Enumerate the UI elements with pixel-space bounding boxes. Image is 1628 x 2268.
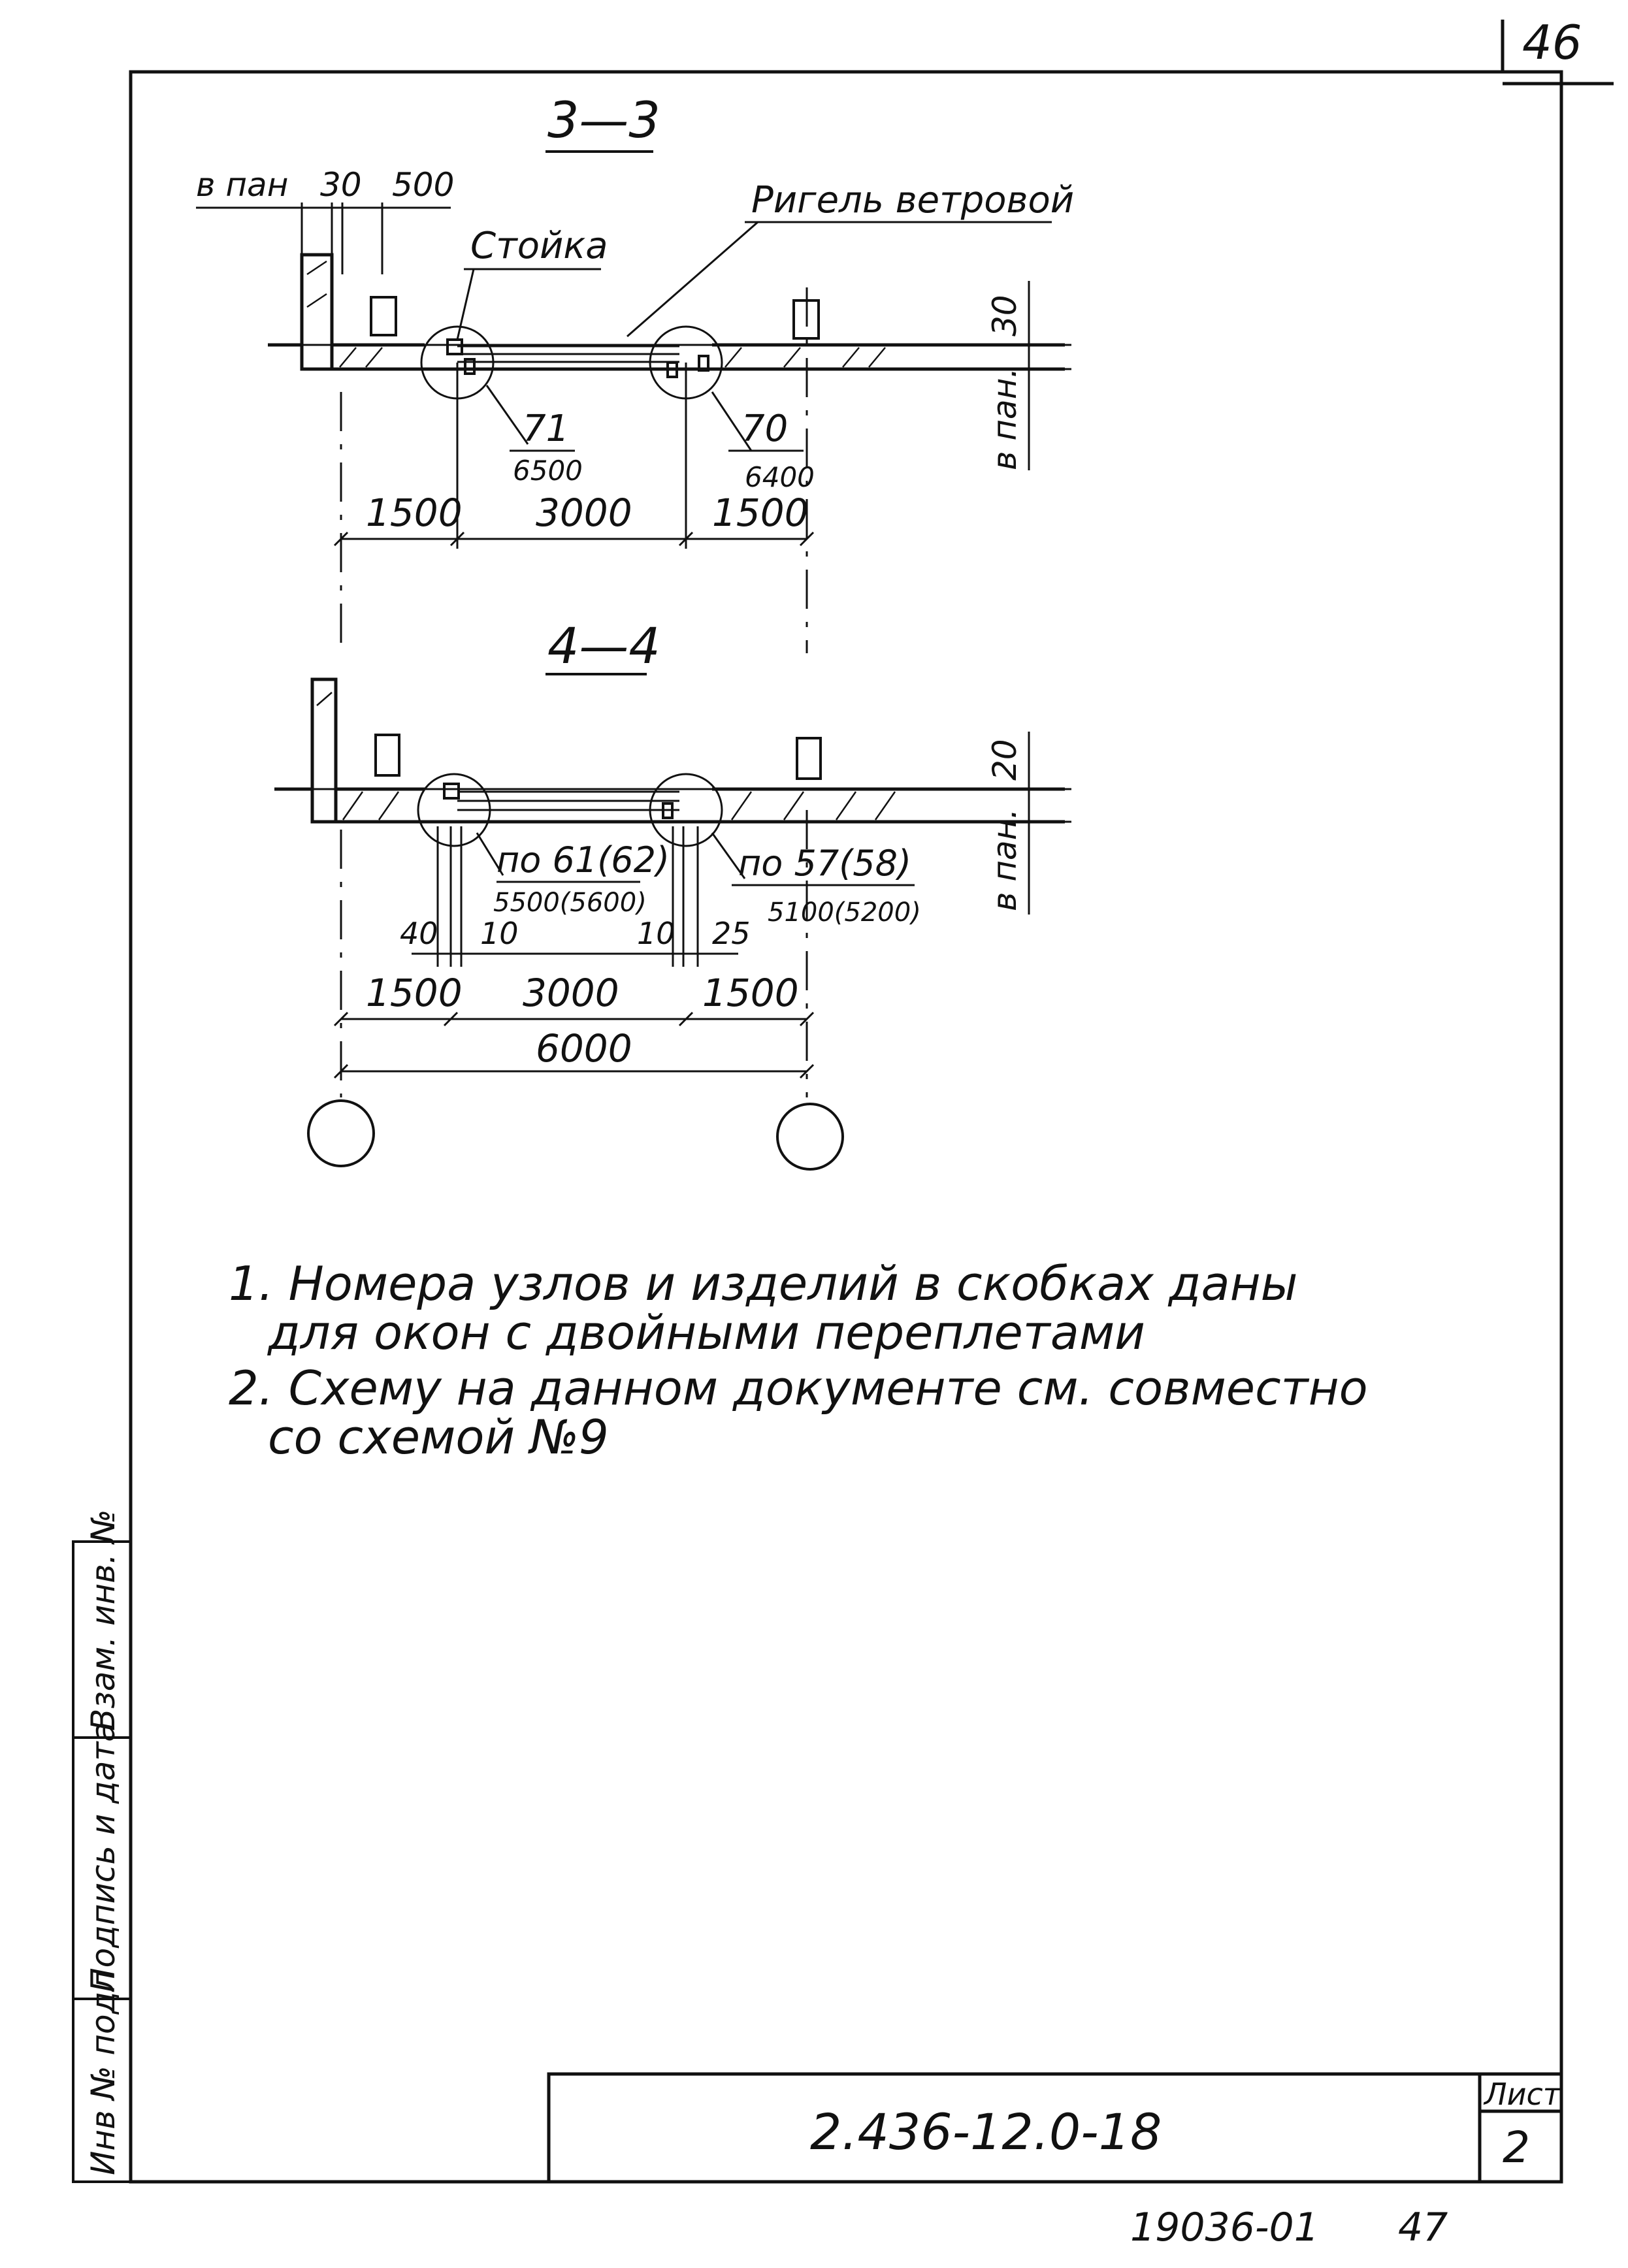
note-line-3: 2. Схему на данном документе см. совмест… bbox=[229, 1361, 1368, 1416]
section-3-dim-bottom-1: 1500 bbox=[366, 491, 463, 535]
notes: 1. Номера узлов и изделий в скобках даны… bbox=[229, 1256, 1368, 1465]
section-3-dim-bottom-3: 1500 bbox=[712, 491, 809, 535]
section-3-label-rigel: Ригель ветровой bbox=[751, 179, 1074, 221]
section-4-node-left-size: 5500(5600) bbox=[493, 888, 647, 918]
section-4-dim-small-10a: 10 bbox=[480, 916, 519, 951]
section-3-node-right-size: 6400 bbox=[745, 461, 815, 493]
sheet-label: Лист bbox=[1483, 2077, 1561, 2112]
note-line-1: 1. Номера узлов и изделий в скобках даны bbox=[229, 1256, 1298, 1311]
title-block: 2.436-12.0-18 Лист 2 bbox=[547, 2072, 1563, 2184]
section-3-label-b-pan: в пан bbox=[196, 166, 288, 204]
section-4-4: 4—4 bbox=[274, 617, 1071, 1171]
footer-code: 19036-01 bbox=[1130, 2205, 1319, 2250]
section-3-node-left-size: 6500 bbox=[513, 455, 583, 487]
axis-bubble-right bbox=[776, 1103, 844, 1171]
stamp-vzam-inv: Взам. инв. № bbox=[84, 1510, 122, 1731]
section-4-node-right-num: по 57(58) bbox=[738, 843, 911, 884]
note-line-2: для окон с двойными переплетами bbox=[267, 1305, 1145, 1360]
footer-number: 47 bbox=[1398, 2205, 1448, 2250]
section-3-dim-500: 500 bbox=[392, 166, 454, 204]
axis-bubble-left bbox=[307, 1099, 375, 1167]
section-4-dim-bottom-1: 1500 bbox=[366, 971, 463, 1015]
section-3-3: 3—3 в пан 30 500 Ригель ветровой Стойка bbox=[196, 91, 1074, 653]
section-4-dim-small-10b: 10 bbox=[637, 916, 676, 951]
stamp-inv-podl: Инв № подл bbox=[84, 1971, 122, 2175]
section-3-title: 3—3 bbox=[547, 91, 660, 149]
stamp-podpis-data: Подпись и дата bbox=[84, 1722, 122, 1992]
page-number-top: 46 bbox=[1522, 15, 1582, 70]
section-3-label-b-pan-right: в пан. bbox=[986, 368, 1024, 470]
side-stamp: Инв № подл Подпись и дата Взам. инв. № bbox=[72, 1510, 132, 2183]
section-4-title: 4—4 bbox=[547, 617, 660, 675]
section-3-node-right-num: 70 bbox=[741, 408, 788, 450]
sheet-number: 2 bbox=[1503, 2122, 1530, 2173]
doc-code: 2.436-12.0-18 bbox=[810, 2103, 1162, 2161]
section-4-dim-small-40: 40 bbox=[400, 916, 438, 951]
section-3-node-left-num: 71 bbox=[523, 408, 569, 450]
section-4-dim-bottom-2: 3000 bbox=[523, 971, 619, 1015]
section-4-dim-right-20: 20 bbox=[986, 739, 1024, 781]
section-3-label-stoyka: Стойка bbox=[470, 225, 608, 267]
section-3-dim-30: 30 bbox=[320, 166, 362, 204]
note-line-4: со схемой №9 bbox=[268, 1410, 609, 1465]
section-4-node-left-num: по 61(62) bbox=[497, 839, 670, 881]
section-4-node-right-size: 5100(5200) bbox=[768, 898, 921, 928]
section-4-label-b-pan-right: в пан. bbox=[986, 809, 1024, 911]
section-3-dim-bottom-2: 3000 bbox=[536, 491, 632, 535]
section-4-dim-small-25: 25 bbox=[712, 916, 751, 951]
section-4-dim-bottom-3: 1500 bbox=[702, 971, 799, 1015]
section-4-dim-total: 6000 bbox=[536, 1026, 632, 1071]
section-3-dim-right-30: 30 bbox=[986, 295, 1024, 336]
